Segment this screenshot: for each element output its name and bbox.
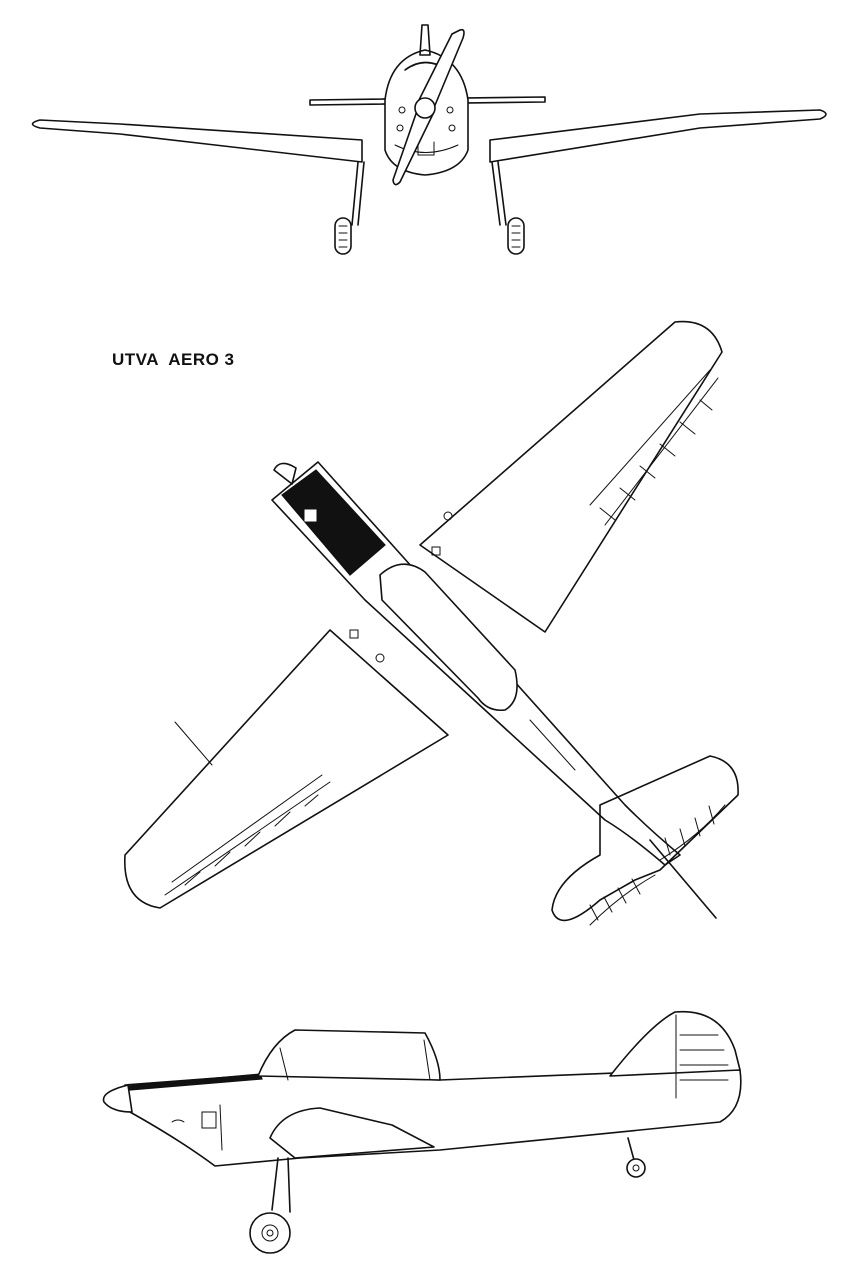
top-spinner	[273, 462, 297, 485]
top-engine-cowl	[281, 469, 386, 576]
top-left-wing	[124, 629, 449, 909]
side-main-gear-leg	[271, 1157, 279, 1211]
top-canopy	[379, 563, 518, 712]
front-right-wing	[489, 109, 827, 163]
front-left-wing	[31, 119, 363, 163]
side-canopy	[257, 1029, 441, 1081]
side-spinner	[102, 1084, 133, 1113]
top-right-wing	[419, 320, 723, 633]
side-wing	[269, 1107, 435, 1159]
side-view	[102, 1010, 742, 1254]
front-view	[31, 24, 827, 255]
side-fin	[609, 1010, 741, 1077]
top-antenna	[174, 721, 213, 766]
top-tail-cone	[649, 839, 717, 919]
front-left-gear-leg	[351, 161, 359, 226]
side-tail-gear-leg	[627, 1137, 635, 1161]
top-view	[124, 320, 739, 926]
front-spinner	[414, 97, 436, 119]
side-main-wheel	[249, 1212, 291, 1254]
front-fin	[419, 24, 431, 56]
aircraft-title: UTVA AERO 3	[112, 350, 235, 369]
side-fuselage	[124, 1069, 742, 1167]
front-right-wheel	[507, 217, 525, 255]
top-tailplane	[551, 755, 739, 922]
front-right-gear-leg	[491, 161, 501, 226]
front-left-wheel	[334, 217, 352, 255]
side-tail-wheel	[626, 1158, 646, 1178]
